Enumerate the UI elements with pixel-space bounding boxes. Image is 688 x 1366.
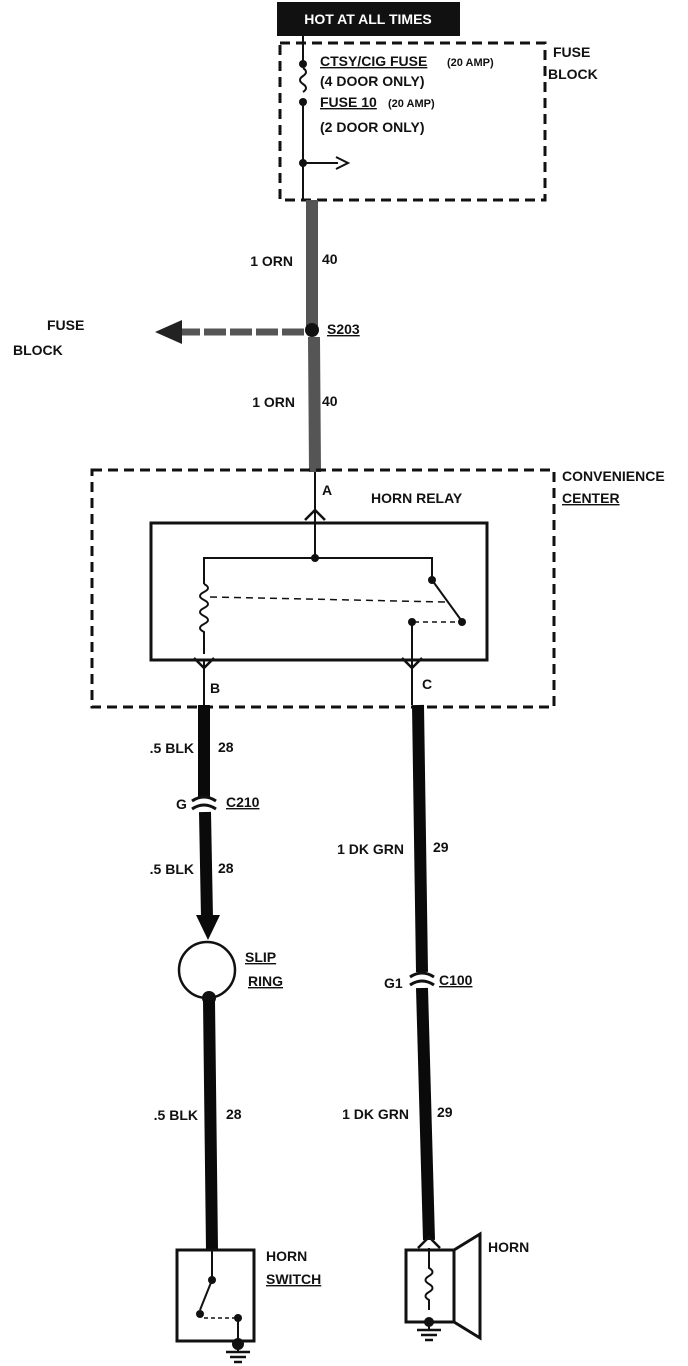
wire-lower-circuit: 40 xyxy=(322,393,338,409)
terminal-a-connector-icon xyxy=(304,508,326,521)
horn-label: HORN xyxy=(488,1239,529,1255)
terminal-a-label: A xyxy=(322,482,332,498)
splice-id: S203 xyxy=(327,321,360,337)
orn-wire-segment-lower: 1 ORN 40 xyxy=(252,336,338,473)
fuse-icon xyxy=(299,67,307,93)
splice-s203: S203 FUSE BLOCK xyxy=(13,317,360,358)
terminal-b-label: B xyxy=(210,680,220,696)
relay-title: HORN RELAY xyxy=(371,490,463,506)
arrow-down-icon xyxy=(196,915,220,940)
left-wire1-circuit: 28 xyxy=(218,739,234,755)
fuse-block-label-line2: BLOCK xyxy=(548,66,598,82)
slip-ring-label-line1: SLIP xyxy=(245,949,276,965)
relay-coil-icon xyxy=(199,583,209,654)
fuse1-rating: (20 AMP) xyxy=(447,57,494,69)
fuse1-note: (4 DOOR ONLY) xyxy=(320,73,425,89)
terminal-c-label: C xyxy=(422,676,432,692)
left-branch-blk: .5 BLK 28 G C210 .5 BLK 28 SLIP RING .5 … xyxy=(150,705,321,1364)
right-connector-id: C100 xyxy=(439,972,473,988)
left-wire2-gauge: .5 BLK xyxy=(150,861,194,877)
left-wire3-gauge: .5 BLK xyxy=(154,1107,198,1123)
splice-dot xyxy=(305,323,319,337)
splice-branch-label-line1: FUSE xyxy=(47,317,84,333)
ground-icon xyxy=(417,1322,441,1342)
horn-switch-label-line2: SWITCH xyxy=(266,1271,321,1287)
wire-upper-circuit: 40 xyxy=(322,251,338,267)
horn-icon xyxy=(404,1231,482,1341)
left-wire2-circuit: 28 xyxy=(218,860,234,876)
splice-branch-label-line2: BLOCK xyxy=(13,342,63,358)
fuse1-name: CTSY/CIG FUSE xyxy=(320,53,427,69)
right-wire2-gauge: 1 DK GRN xyxy=(342,1106,409,1122)
wire-lower-gauge: 1 ORN xyxy=(252,394,295,410)
fuse-block-label-line1: FUSE xyxy=(553,44,590,60)
left-wire3-circuit: 28 xyxy=(226,1106,242,1122)
fuse2-note: (2 DOOR ONLY) xyxy=(320,119,425,135)
horn-switch-icon xyxy=(175,1248,256,1350)
right-branch-dk-grn: 1 DK GRN 29 G1 C100 1 DK GRN 29 HORN xyxy=(337,704,529,1342)
wire-upper-gauge: 1 ORN xyxy=(250,253,293,269)
arrow-left-icon xyxy=(155,320,182,344)
left-wire1-gauge: .5 BLK xyxy=(150,740,194,756)
horn-relay-body xyxy=(149,521,489,662)
right-wire1-circuit: 29 xyxy=(433,839,449,855)
right-connector-pin: G1 xyxy=(384,975,403,991)
convenience-center-label-line1: CONVENIENCE xyxy=(562,468,665,484)
convenience-center: CONVENIENCE CENTER A HORN RELAY B C xyxy=(90,468,665,709)
right-wire1-gauge: 1 DK GRN xyxy=(337,841,404,857)
left-connector-id: C210 xyxy=(226,794,260,810)
fuse-block-boundary xyxy=(278,41,547,202)
ground-icon xyxy=(226,1344,250,1364)
connector-c210-icon xyxy=(191,795,217,811)
fuse2-rating: (20 AMP) xyxy=(388,98,435,110)
orn-wire-segment-upper: 1 ORN 40 xyxy=(250,200,338,330)
slip-ring-label-line2: RING xyxy=(248,973,283,989)
fuse2-name: FUSE 10 xyxy=(320,94,377,110)
right-wire2-circuit: 29 xyxy=(437,1104,453,1120)
connector-c100-icon xyxy=(409,971,435,987)
fuse-block-top: FUSE BLOCK CTSY/CIG FUSE (20 AMP) (4 DOO… xyxy=(278,36,598,202)
convenience-center-label-line2: CENTER xyxy=(562,490,620,506)
convenience-center-boundary xyxy=(90,468,556,709)
left-connector-pin: G xyxy=(176,796,187,812)
banner-text: HOT AT ALL TIMES xyxy=(304,11,432,27)
horn-switch-label-line1: HORN xyxy=(266,1248,307,1264)
hot-at-all-times-banner: HOT AT ALL TIMES xyxy=(277,2,460,36)
slip-ring-icon xyxy=(177,940,237,1000)
arrow-right-icon xyxy=(335,156,351,170)
